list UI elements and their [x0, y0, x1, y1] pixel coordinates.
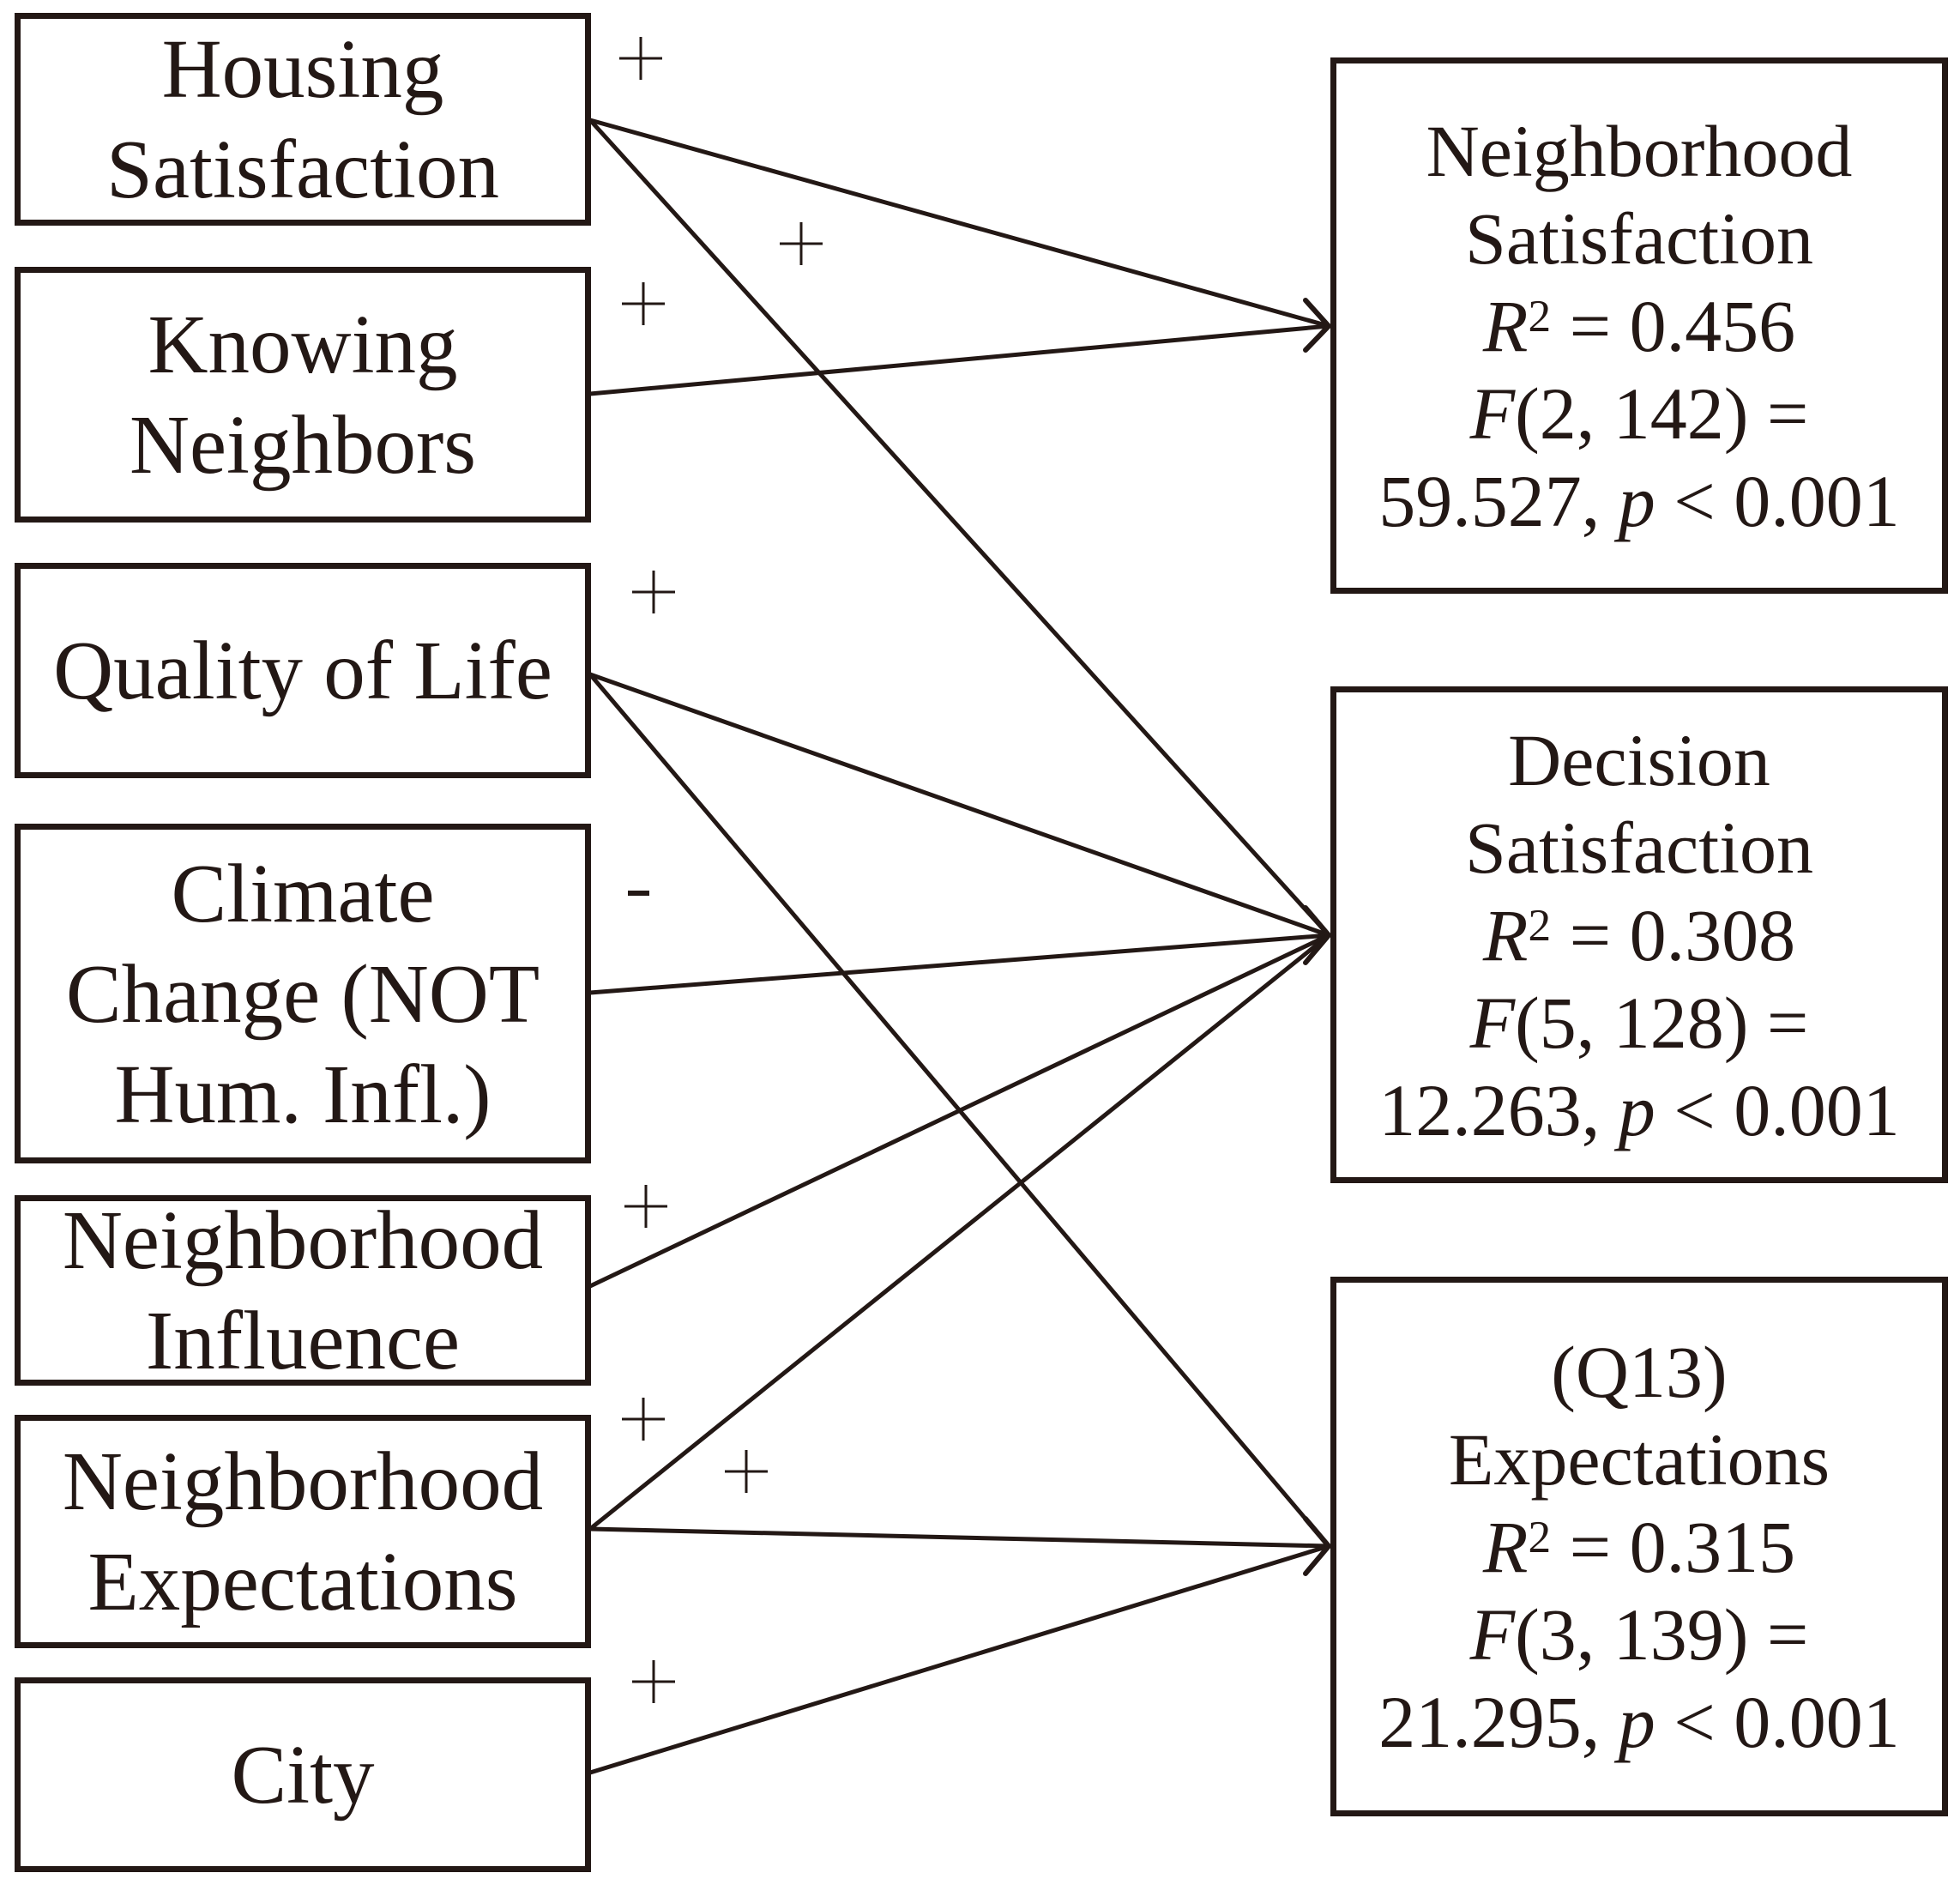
predictor-neighborhood-expectations: Neighborhood Expectations	[15, 1415, 591, 1648]
outcome-title-line: Satisfaction	[1464, 806, 1814, 889]
box-label-line: Neighborhood	[62, 1435, 544, 1527]
r-squared-stat: R2 = 0.308	[1482, 893, 1796, 976]
box-label-line: Change (NOT	[65, 947, 540, 1040]
edge-knowing-to-neighborhood-satisfaction	[588, 323, 1331, 396]
plus-icon	[632, 571, 675, 613]
outcome-expectations: (Q13) Expectations R2 = 0.315 F(3, 139) …	[1330, 1277, 1948, 1816]
predictor-neighborhood-influence: Neighborhood Influence	[15, 1194, 591, 1387]
outcome-title-line: Neighborhood	[1426, 109, 1853, 192]
box-label-line: Knowing	[148, 299, 458, 390]
f-test-stat: F(2, 142) =	[1469, 372, 1809, 455]
predictor-climate-change: Climate Change (NOT Hum. Infl.)	[15, 824, 591, 1163]
edge-nexpect-to-decision-satisfaction	[588, 933, 1331, 1532]
box-label-line: Climate	[171, 847, 435, 939]
box-label-line: Neighbors	[129, 399, 477, 491]
outcome-title-line: (Q13)	[1551, 1330, 1728, 1413]
plus-icon	[780, 222, 823, 265]
edge-qol-to-expectations	[588, 672, 1331, 1549]
box-label-line: Hum. Infl.)	[114, 1048, 492, 1140]
outcome-title-line: Expectations	[1448, 1417, 1830, 1501]
box-label-line: City	[231, 1729, 375, 1821]
box-label-line: Neighborhood	[62, 1194, 544, 1286]
edge-climate-to-decision-satisfaction	[588, 933, 1331, 995]
box-label-line: Quality of Life	[53, 625, 552, 716]
edge-qol-to-decision-satisfaction	[588, 672, 1331, 938]
box-label-line: Influence	[145, 1295, 461, 1387]
outcome-title-line: Satisfaction	[1464, 196, 1814, 280]
plus-icon	[632, 1660, 675, 1703]
p-value-stat: 21.295, p < 0.001	[1378, 1680, 1900, 1763]
predictor-quality-of-life: Quality of Life	[15, 563, 591, 778]
plus-icon	[725, 1450, 768, 1493]
predictor-knowing-neighbors: Knowing Neighbors	[15, 267, 591, 523]
outcome-neighborhood-satisfaction: Neighborhood Satisfaction R2 = 0.456 F(2…	[1330, 57, 1948, 594]
plus-icon	[624, 1185, 667, 1228]
plus-icon	[619, 37, 662, 80]
arrowhead-icon	[1303, 1516, 1332, 1576]
r-squared-stat: R2 = 0.315	[1482, 1505, 1796, 1588]
box-label-line: Satisfaction	[106, 124, 499, 215]
p-value-stat: 12.263, p < 0.001	[1378, 1068, 1900, 1151]
r-squared-stat: R2 = 0.456	[1482, 284, 1796, 367]
arrowhead-icon	[1303, 298, 1333, 353]
predictor-city: City	[15, 1677, 591, 1872]
f-test-stat: F(3, 139) =	[1469, 1592, 1809, 1676]
plus-icon	[622, 282, 665, 325]
outcome-decision-satisfaction: Decision Satisfaction R2 = 0.308 F(5, 12…	[1330, 686, 1948, 1183]
p-value-stat: 59.527, p < 0.001	[1378, 459, 1900, 542]
edge-housing-to-decision-satisfaction	[588, 118, 1331, 938]
plus-icon	[622, 1398, 665, 1441]
arrowhead-icon	[1303, 905, 1332, 965]
box-label-line: Expectations	[87, 1536, 518, 1628]
f-test-stat: F(5, 128) =	[1469, 981, 1809, 1064]
edge-nexpect-to-expectations	[588, 1526, 1331, 1549]
outcome-title-line: Decision	[1508, 718, 1770, 801]
edge-housing-to-neighborhood-satisfaction	[588, 118, 1331, 329]
predictor-housing-satisfaction: Housing Satisfaction	[15, 13, 591, 226]
box-label-line: Housing	[161, 23, 444, 115]
edge-city-to-expectations	[588, 1544, 1331, 1775]
